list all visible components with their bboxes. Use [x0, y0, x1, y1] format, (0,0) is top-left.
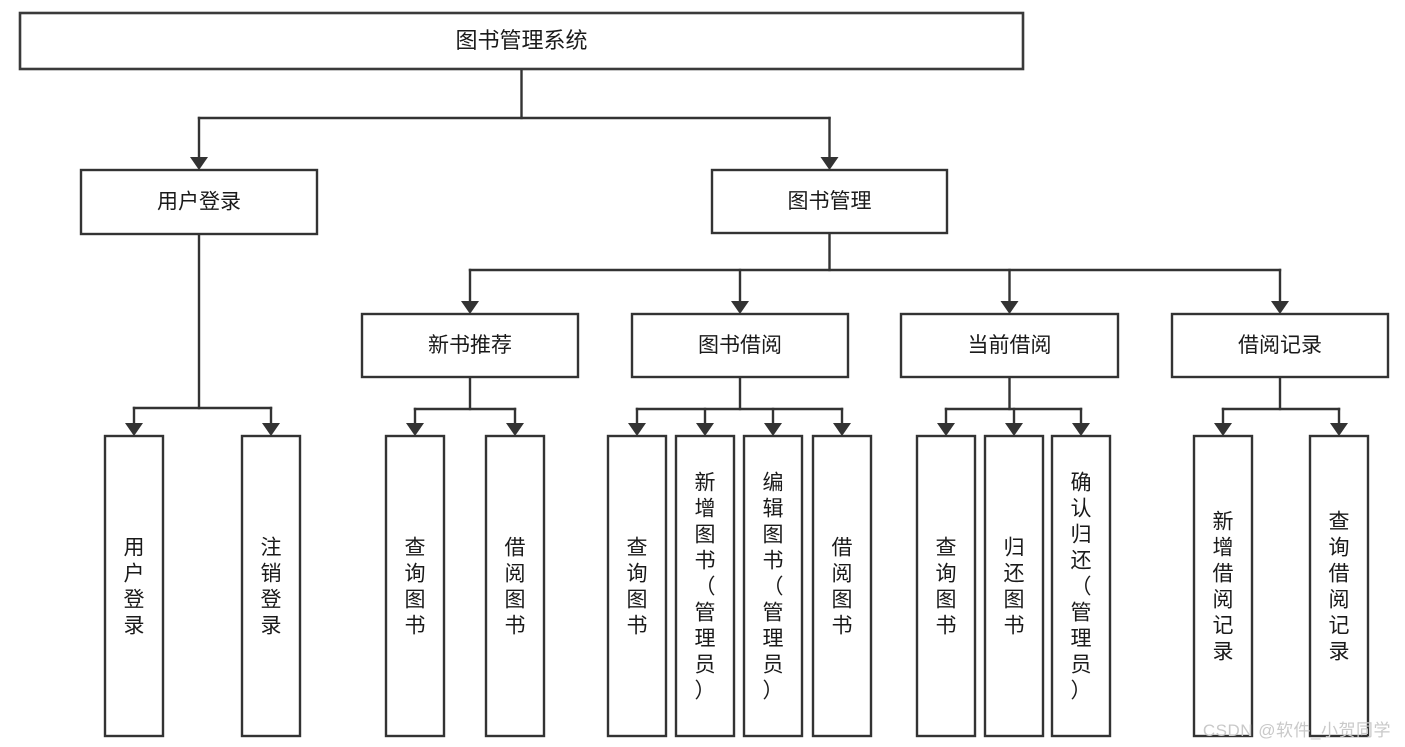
node-label: 用户登录 [124, 536, 145, 637]
node-leaf-query-book-2[interactable]: 查询图书 [606, 434, 668, 738]
node-label: 图书管理系统 [455, 28, 587, 53]
arrow-head-icon [190, 157, 208, 170]
node-leaf-edit-book[interactable]: 编辑图书（管理员） [742, 434, 804, 738]
node-leaf-query-record[interactable]: 查询借阅记录 [1308, 434, 1370, 738]
arrow-head-icon [461, 301, 479, 314]
arrow-head-icon [696, 423, 714, 436]
node-leaf-add-record[interactable]: 新增借阅记录 [1192, 434, 1254, 738]
node-box[interactable] [710, 168, 949, 235]
node-box[interactable] [240, 434, 302, 738]
node-box[interactable] [1170, 312, 1390, 379]
node-book-manage[interactable]: 图书管理 [710, 168, 949, 235]
node-label: 用户登录 [157, 191, 241, 214]
node-box[interactable] [103, 434, 165, 738]
node-box[interactable] [915, 434, 977, 738]
node-label: 查询图书 [936, 536, 957, 637]
arrow-head-icon [1330, 423, 1348, 436]
node-label: 新书推荐 [428, 334, 512, 357]
node-box[interactable] [1192, 434, 1254, 738]
arrow-head-icon [731, 301, 749, 314]
node-leaf-borrow-book-1[interactable]: 借阅图书 [484, 434, 546, 738]
node-label: 归还图书 [1004, 536, 1025, 637]
node-label: 注销登录 [261, 536, 282, 637]
node-label: 借阅图书 [505, 536, 526, 637]
node-label: 查询借阅记录 [1329, 510, 1350, 663]
node-label: 图书借阅 [698, 334, 782, 357]
watermark-text: CSDN @软件_小贺同学 [1202, 721, 1391, 740]
node-leaf-return-book[interactable]: 归还图书 [983, 434, 1045, 738]
node-current-borrow[interactable]: 当前借阅 [899, 312, 1120, 379]
node-root[interactable]: 图书管理系统 [18, 11, 1025, 71]
node-label: 借阅记录 [1238, 334, 1322, 357]
node-label: 当前借阅 [968, 334, 1052, 357]
node-label: 新增图书（管理员） [695, 471, 716, 702]
node-label: 查询图书 [627, 536, 648, 637]
arrow-head-icon [262, 423, 280, 436]
arrow-head-icon [1000, 301, 1019, 314]
arrow-head-icon [506, 423, 524, 436]
node-box[interactable] [484, 434, 546, 738]
node-leaf-query-book-3[interactable]: 查询图书 [915, 434, 977, 738]
node-label: 新增借阅记录 [1213, 510, 1234, 663]
arrow-head-icon [764, 423, 782, 436]
arrow-head-icon [628, 423, 646, 436]
arrow-head-icon [1271, 301, 1289, 314]
arrow-head-icon [937, 423, 955, 436]
node-leaf-confirm-return[interactable]: 确认归还（管理员） [1050, 434, 1112, 738]
node-user-login[interactable]: 用户登录 [79, 168, 319, 236]
arrow-head-icon [820, 157, 839, 170]
node-label: 确认归还（管理员） [1071, 471, 1092, 702]
node-label: 查询图书 [405, 536, 426, 637]
node-leaf-query-book-1[interactable]: 查询图书 [384, 434, 446, 738]
node-box[interactable] [742, 434, 804, 738]
node-label: 借阅图书 [832, 536, 853, 637]
node-box[interactable] [1308, 434, 1370, 738]
node-box[interactable] [606, 434, 668, 738]
node-box[interactable] [360, 312, 580, 379]
node-box[interactable] [811, 434, 873, 738]
node-borrow-record[interactable]: 借阅记录 [1170, 312, 1390, 379]
node-box[interactable] [79, 168, 319, 236]
connector-layer [125, 67, 1348, 436]
arrow-head-icon [406, 423, 424, 436]
node-label: 图书管理 [788, 190, 872, 213]
node-box[interactable] [674, 434, 736, 738]
node-box[interactable] [1050, 434, 1112, 738]
node-box[interactable] [384, 434, 446, 738]
node-leaf-borrow-book-2[interactable]: 借阅图书 [811, 434, 873, 738]
node-leaf-user-login[interactable]: 用户登录 [103, 434, 165, 738]
node-layer: 图书管理系统用户登录图书管理新书推荐图书借阅当前借阅借阅记录用户登录注销登录查询… [18, 11, 1390, 738]
arrow-head-icon [125, 423, 143, 436]
arrow-head-icon [1005, 423, 1023, 436]
node-box[interactable] [899, 312, 1120, 379]
arrow-head-icon [1214, 423, 1232, 436]
arrow-head-icon [1072, 423, 1090, 436]
node-leaf-add-book[interactable]: 新增图书（管理员） [674, 434, 736, 738]
node-book-borrow[interactable]: 图书借阅 [630, 312, 850, 379]
node-box[interactable] [18, 11, 1025, 71]
node-box[interactable] [630, 312, 850, 379]
node-leaf-user-logout[interactable]: 注销登录 [240, 434, 302, 738]
node-new-book-recommend[interactable]: 新书推荐 [360, 312, 580, 379]
node-label: 编辑图书（管理员） [763, 471, 784, 702]
arrow-head-icon [833, 423, 851, 436]
node-box[interactable] [983, 434, 1045, 738]
